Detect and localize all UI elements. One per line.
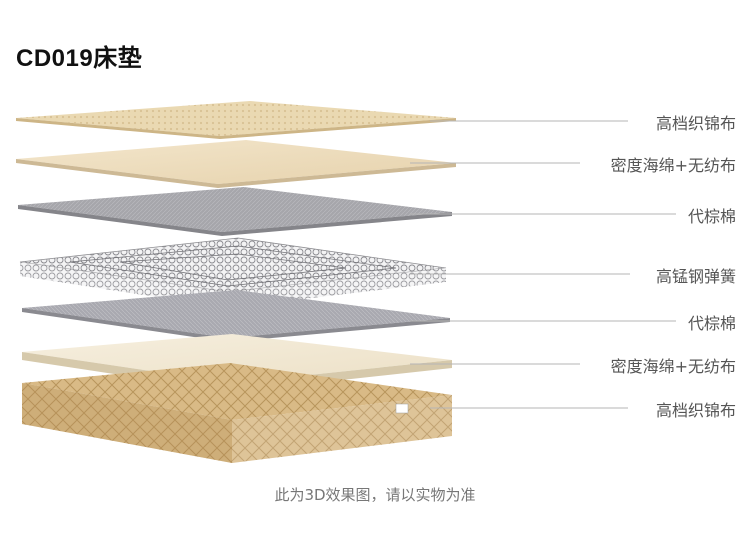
layer-label-3: 代棕棉 xyxy=(687,207,736,226)
layer-label-7: 高档织锦布 xyxy=(655,401,736,420)
layer-2-foam xyxy=(16,140,456,188)
layer-3-fiber xyxy=(18,187,452,236)
tag-label-icon xyxy=(395,403,409,414)
layer-1-fabric xyxy=(16,101,456,139)
disclaimer-caption: 此为3D效果图，请以实物为准 xyxy=(274,486,476,504)
layer-7-quilted-base xyxy=(22,363,452,463)
layer-label-1: 高档织锦布 xyxy=(655,114,736,133)
layer-label-5: 代棕棉 xyxy=(687,314,736,333)
page-title: CD019床垫 xyxy=(16,45,143,72)
layer-label-4: 高锰钢弹簧 xyxy=(655,267,736,286)
layer-label-2: 密度海绵+无纺布 xyxy=(610,156,736,175)
layer-5-fiber xyxy=(22,290,450,342)
layer-label-6: 密度海绵+无纺布 xyxy=(610,357,736,376)
